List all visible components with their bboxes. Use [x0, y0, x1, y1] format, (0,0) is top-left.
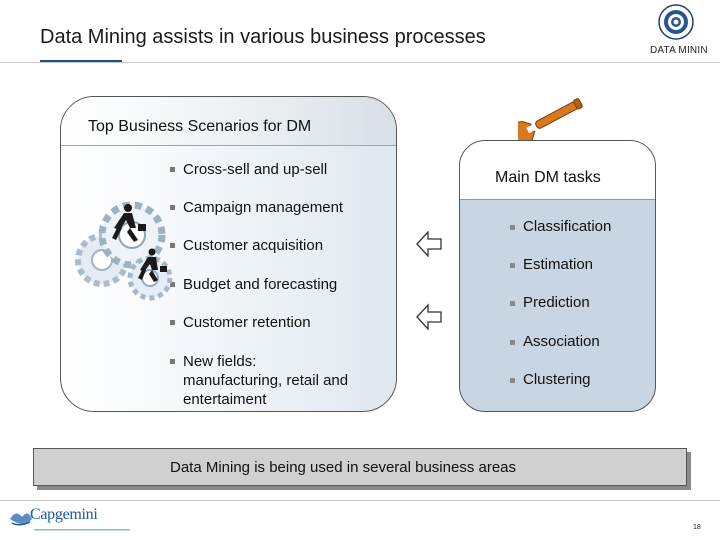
target-ring-icon [658, 4, 694, 40]
scenario-label: Campaign management [183, 199, 344, 216]
task-label: Estimation [523, 256, 594, 273]
bullet-icon [510, 263, 515, 268]
bullet-icon [170, 282, 175, 287]
tasks-title: Main DM tasks [495, 169, 601, 186]
list-item: New fields: manufacturing, retail and en… [170, 352, 358, 409]
bullet-icon [170, 359, 175, 364]
left-arrow-icon [416, 230, 442, 258]
footer-divider [0, 500, 720, 501]
bullet-icon [170, 167, 175, 172]
scenario-label: Budget and forecasting [183, 276, 338, 293]
slide-title: Data Mining assists in various business … [40, 26, 486, 48]
scenario-label: Customer retention [183, 314, 311, 331]
spade-icon [10, 513, 32, 526]
capgemini-logo [10, 513, 130, 531]
task-label: Prediction [523, 294, 590, 311]
list-item: Estimation [510, 256, 594, 273]
bullet-icon [170, 243, 175, 248]
business-people-gears-illustration [75, 201, 173, 301]
scenario-label: Customer acquisition [183, 237, 324, 254]
logo-text: DATA MININ [650, 45, 708, 56]
tasks-header: Main DM tasks [460, 141, 655, 200]
brand-name: Capgemini [30, 506, 98, 523]
wrench-icon [518, 98, 583, 140]
list-item: Customer retention [170, 313, 393, 332]
task-label: Association [523, 333, 600, 350]
left-arrow-icon [416, 303, 442, 331]
scenario-label: Cross-sell and up-sell [183, 161, 328, 178]
dm-tasks-panel: Main DM tasks [459, 140, 656, 412]
bullet-icon [510, 378, 515, 383]
task-label: Clustering [523, 371, 591, 388]
title-underline [40, 60, 122, 62]
bullet-icon [170, 205, 175, 210]
list-item: Clustering [510, 371, 591, 388]
list-item: Classification [510, 218, 612, 235]
running-businessman-icon [138, 248, 167, 282]
list-item: Association [510, 333, 600, 350]
banner-text: Data Mining is being used in several bus… [169, 459, 517, 476]
summary-banner: Data Mining is being used in several bus… [33, 448, 687, 486]
page-number: 18 [693, 524, 701, 531]
scenarios-title: Top Business Scenarios for DM [88, 118, 312, 135]
bullet-icon [510, 301, 515, 306]
scenarios-header: Top Business Scenarios for DM [61, 97, 396, 146]
list-item: Budget and forecasting [170, 275, 393, 294]
bullet-icon [170, 320, 175, 325]
list-item: Prediction [510, 294, 590, 311]
bullet-icon [510, 225, 515, 230]
list-item: Campaign management [170, 198, 393, 217]
header-divider [0, 62, 720, 63]
task-label: Classification [523, 218, 612, 235]
bullet-icon [510, 340, 515, 345]
list-item: Customer acquisition [170, 236, 393, 255]
scenario-label: New fields: manufacturing, retail and en… [183, 353, 349, 408]
list-item: Cross-sell and up-sell [170, 160, 393, 179]
running-businessman-icon [112, 204, 146, 242]
